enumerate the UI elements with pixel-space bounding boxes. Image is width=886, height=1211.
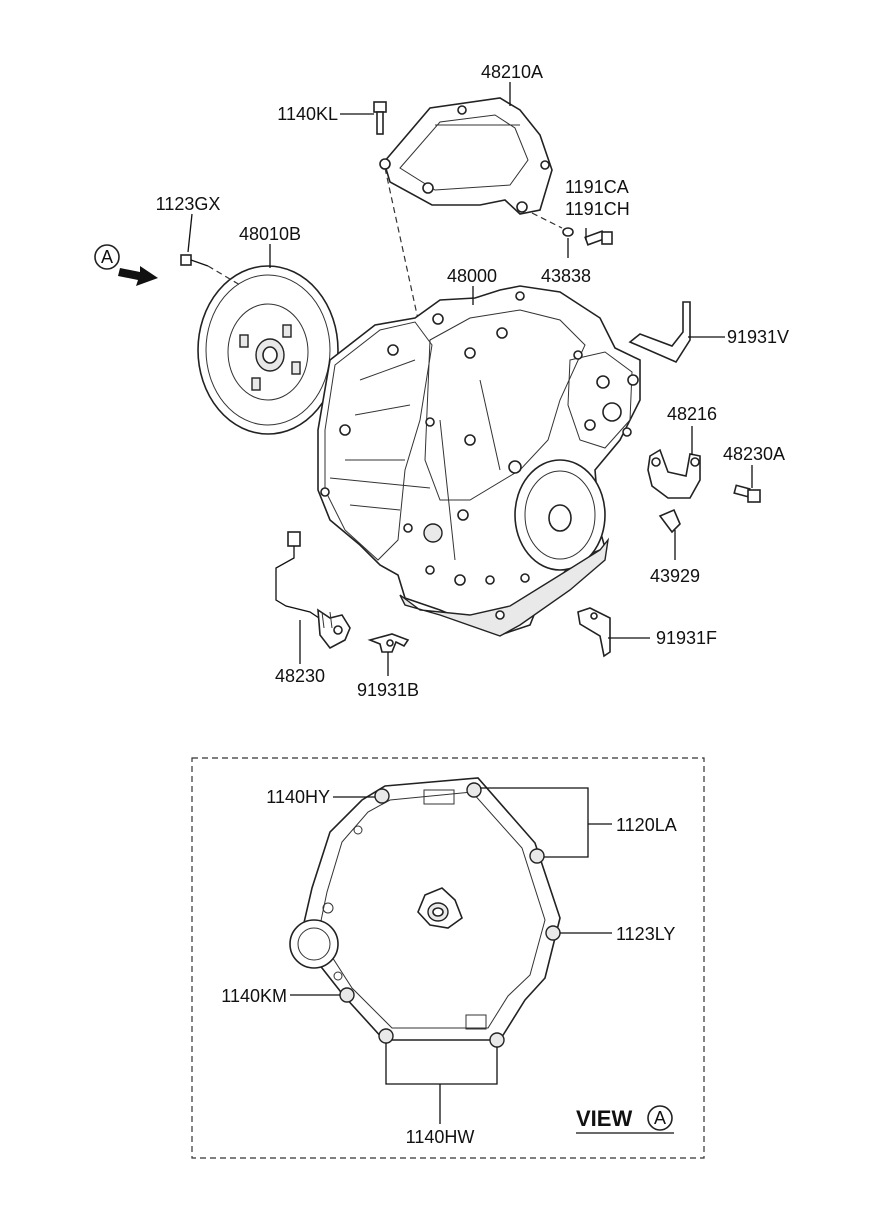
- clip-43929: [658, 508, 681, 534]
- callout-91931V: 91931V: [727, 327, 789, 347]
- view-label: VIEW: [576, 1106, 632, 1131]
- bracket-48216: [647, 448, 701, 499]
- callout-91931B: 91931B: [357, 680, 419, 700]
- boss-1140HW-a: [378, 1028, 394, 1044]
- boss-1140HW-b: [489, 1032, 505, 1048]
- bracket-91931F: [577, 607, 611, 658]
- bracket-91931V: [628, 301, 691, 364]
- circled-letter-icon: [647, 1105, 673, 1131]
- callout-48210A: 48210A: [481, 62, 543, 82]
- view-letter: A: [654, 1108, 666, 1128]
- view-a-title: VIEW A: [576, 1105, 674, 1134]
- callout-1140HY: 1140HY: [266, 787, 330, 807]
- callout-43929: 43929: [650, 566, 700, 586]
- callout-1191CA: 1191CA: [565, 177, 629, 197]
- bolt-48230A: [733, 484, 761, 503]
- callout-1140KL: 1140KL: [277, 104, 338, 124]
- callout-48230: 48230: [275, 666, 325, 686]
- boss-1120LA-b: [529, 848, 545, 864]
- view-a-marker: A: [94, 244, 158, 286]
- callout-1140HW: 1140HW: [406, 1127, 475, 1147]
- bolt-1123GX: [180, 254, 241, 286]
- bolt-1191CA: [531, 212, 613, 246]
- bell-housing-face: [289, 777, 561, 1048]
- bracket-91931B: [367, 633, 410, 653]
- sensor-48230: [275, 531, 351, 650]
- callout-43838: 43838: [541, 266, 591, 286]
- callout-1191CH: 1191CH: [565, 199, 630, 219]
- boss-1123LY: [545, 925, 561, 941]
- boss-1140HY: [374, 788, 390, 804]
- callout-1123LY: 1123LY: [616, 924, 675, 944]
- view-a-leader-lines: [290, 787, 612, 1124]
- callout-48000: 48000: [447, 266, 497, 286]
- boss-1140KM: [339, 987, 355, 1003]
- callout-1123GX: 1123GX: [156, 194, 221, 214]
- view-marker-letter: A: [101, 247, 113, 267]
- callout-48010B: 48010B: [239, 224, 301, 244]
- boss-1120LA-a: [466, 782, 482, 798]
- callout-48216: 48216: [667, 404, 717, 424]
- flex-plate: [197, 265, 361, 435]
- transaxle-housing: [317, 285, 641, 637]
- callout-91931F: 91931F: [656, 628, 717, 648]
- callout-1140KM: 1140KM: [221, 986, 287, 1006]
- leader-lines: [187, 82, 753, 676]
- callout-48230A: 48230A: [723, 444, 785, 464]
- mount-bracket: [379, 97, 553, 215]
- view-a-frame: [191, 757, 705, 1159]
- view-direction-arrow-icon: [118, 266, 158, 286]
- circled-letter-icon: [94, 244, 120, 270]
- callout-1120LA: 1120LA: [616, 815, 677, 835]
